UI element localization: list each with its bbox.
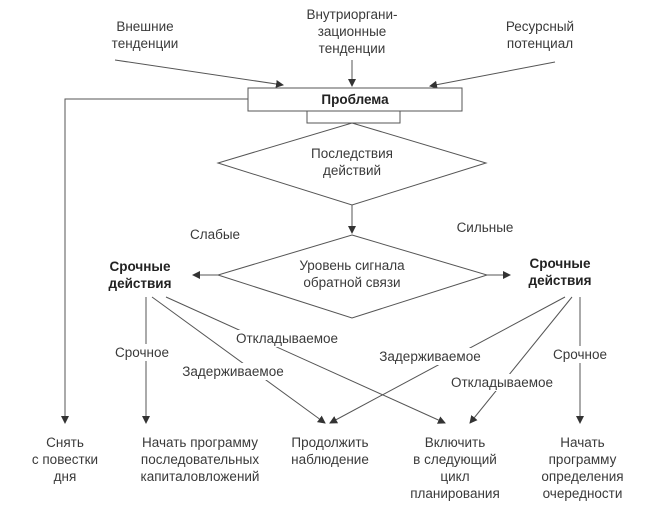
outcome-investment: Начать программу последовательных капита… [140,435,260,484]
edge-right-urgent: Срочное [540,346,620,363]
edge-left-delayed: Задерживаемое [168,363,298,380]
strong-label: Сильные [456,220,514,235]
decision2-diamond [216,234,489,319]
outcome-observe: Продолжить наблюдение [291,435,369,467]
input-internal: Внутриоргани- зационные тенденции [306,7,398,56]
arrow-resource [429,61,556,89]
decision2-label: Уровень сигнала обратной связи [299,258,405,290]
edge-right-delayed: Задерживаемое [365,348,495,365]
arrow-left-delayed [151,296,326,424]
outcome-next-cycle: Включить в следующий цикл планирования [410,435,500,501]
input-resource: Ресурсный потенциал [505,19,575,51]
outcome-remove: Снять с повестки дня [31,435,99,484]
arrow-external [114,59,284,88]
arrow-remove [61,98,248,424]
decision1-label: Последствия действий [311,146,393,178]
edge-left-postponed: Откладываемое [222,330,352,347]
input-external: Внешние тенденции [111,19,179,51]
arrow-right-postponed [469,296,573,424]
arrow-left-postponed [165,296,446,424]
problem-label: Проблема [321,92,389,107]
outcome-priority: Начать программу определения очередности [541,435,624,501]
edge-left-urgent: Срочное [102,344,182,361]
edge-right-postponed: Откладываемое [437,374,567,391]
problem-subbox [306,110,401,124]
right-action-label: Срочные действия [528,256,592,288]
weak-label: Слабые [189,227,241,242]
left-action-label: Срочные действия [108,259,172,291]
